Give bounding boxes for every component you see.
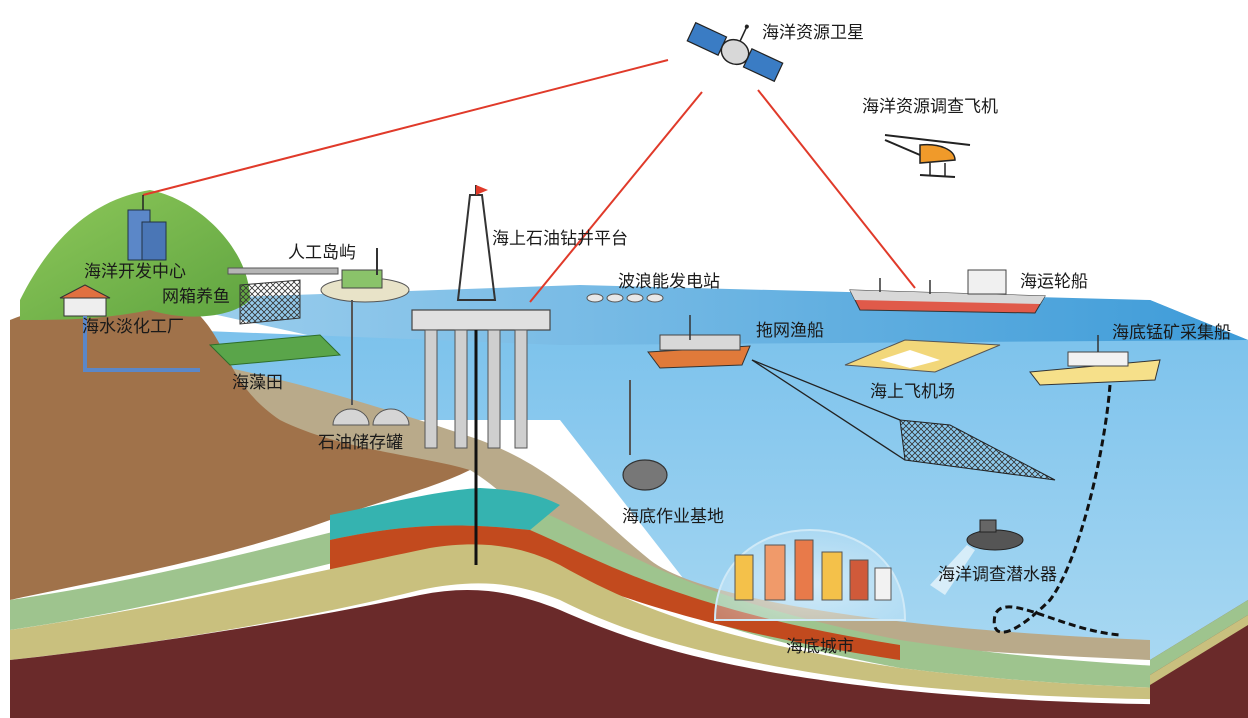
layer-orange: [330, 525, 900, 660]
label-satellite: 海洋资源卫星: [762, 23, 864, 43]
cargo-ship: [849, 269, 1046, 314]
label-trawler: 拖网渔船: [756, 321, 824, 341]
submersible: [930, 519, 1024, 595]
trawler-ship: [647, 315, 906, 461]
label-cargo-ship: 海运轮船: [1020, 272, 1088, 292]
layer-green: [10, 501, 1248, 690]
label-mining-ship: 海底锰矿采集船: [1112, 323, 1231, 343]
label-dev-center: 海洋开发中心: [84, 262, 186, 282]
mining-ship: [992, 335, 1161, 637]
seabed-base: [622, 380, 668, 491]
label-oil-storage: 石油储存罐: [318, 433, 403, 453]
label-seaweed-field: 海藻田: [232, 373, 283, 393]
bridge: [227, 267, 339, 275]
label-desalination: 海水淡化工厂: [82, 317, 184, 337]
label-cage-fish: 网箱养鱼: [162, 287, 230, 307]
desalination-plant: [59, 284, 200, 372]
oil-storage-tanks: [332, 408, 410, 426]
label-sea-airport: 海上飞机场: [870, 382, 955, 402]
dev-center-building: [127, 195, 167, 261]
water-body: [180, 330, 1248, 660]
wave-power-station: [586, 293, 664, 303]
label-artificial-island: 人工岛屿: [288, 243, 356, 263]
seabed-city: [713, 529, 907, 621]
artificial-island: [320, 248, 410, 405]
oil-platform: [411, 185, 551, 565]
seaweed-field: [208, 334, 342, 366]
layer-ochre: [10, 544, 1248, 700]
label-wave-power: 波浪能发电站: [618, 272, 720, 292]
label-aircraft: 海洋资源调查飞机: [862, 97, 998, 117]
label-seabed-base: 海底作业基地: [622, 507, 724, 527]
label-seabed-city: 海底城市: [786, 637, 854, 657]
sea-airport: [844, 339, 1001, 373]
layer-teal: [330, 488, 560, 540]
label-oil-platform: 海上石油钻井平台: [492, 229, 628, 249]
land-mass: [10, 298, 470, 600]
satellite-icon: [686, 21, 784, 83]
trawl-net: [899, 419, 1056, 481]
layer-rock: [10, 590, 1248, 718]
fish-cage: [239, 279, 301, 325]
helicopter-icon: [884, 134, 971, 178]
label-submersible: 海洋调查潜水器: [938, 565, 1057, 585]
satellite-links: [142, 59, 916, 303]
